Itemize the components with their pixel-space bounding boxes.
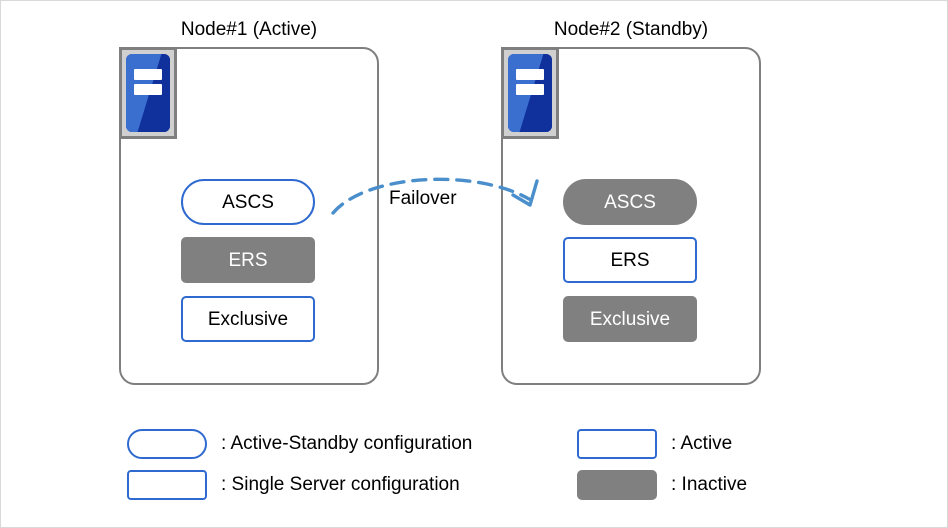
legend-swatch-rect-outline [127,470,207,500]
server-icon [119,47,177,139]
legend-single-server: : Single Server configuration [127,470,460,500]
server-icon-bar-top [515,68,545,80]
node2-service-ers[interactable]: ERS [563,237,697,283]
node1-service-ascs[interactable]: ASCS [181,179,315,225]
server-icon-bar-top [133,68,163,80]
server-icon [501,47,559,139]
node1-service-ers[interactable]: ERS [181,237,315,283]
server-icon-bar-bottom [133,83,163,95]
legend-single-server-label: : Single Server configuration [221,474,460,495]
node2-service-ascs[interactable]: ASCS [563,179,697,225]
legend-active: : Active [577,429,732,459]
legend-swatch-pill-outline [127,429,207,459]
node2-title: Node#2 (Standby) [553,19,709,40]
legend-active-standby-label: : Active-Standby configuration [221,433,473,454]
server-icon-body [126,54,170,132]
legend-inactive: : Inactive [577,470,747,500]
failover-label: Failover [389,188,457,209]
legend-inactive-label: : Inactive [671,474,748,495]
server-icon-bar-bottom [515,83,545,95]
node1-title: Node#1 (Active) [180,19,318,40]
server-icon-body [508,54,552,132]
legend-active-standby: : Active-Standby configuration [127,429,472,459]
legend-swatch-active [577,429,657,459]
failover-arrow-icon [331,177,539,215]
legend-swatch-inactive [577,470,657,500]
legend-active-label: : Active [671,433,733,454]
node2-service-exclusive[interactable]: Exclusive [563,296,697,342]
node1-service-exclusive[interactable]: Exclusive [181,296,315,342]
